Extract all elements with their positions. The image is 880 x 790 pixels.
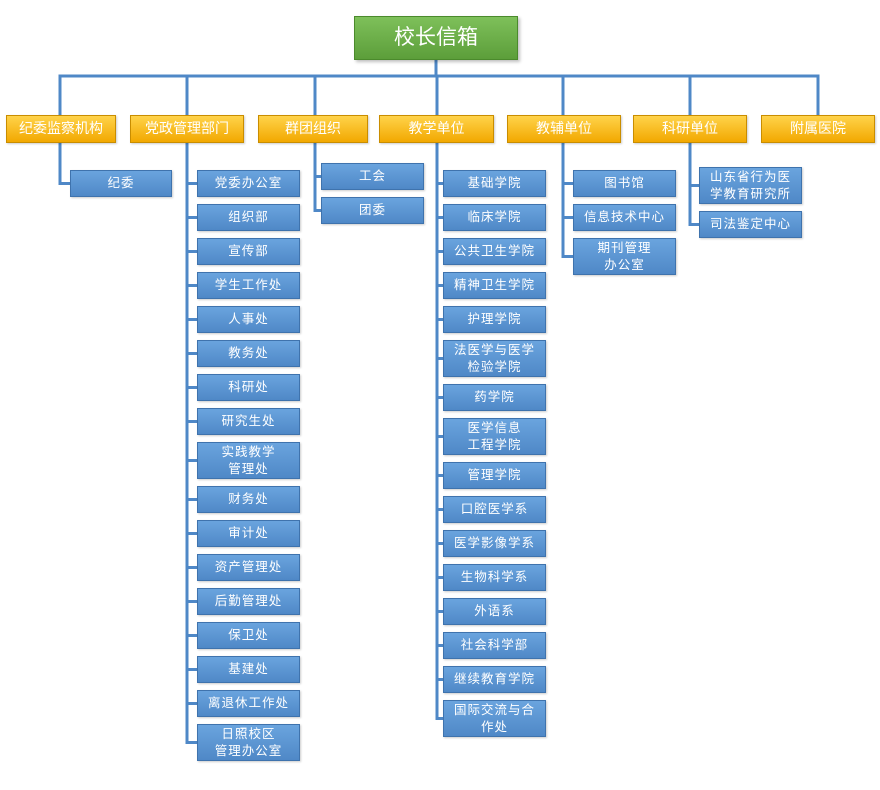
sub-node[interactable]: 财务处 (197, 486, 300, 513)
sub-node[interactable]: 资产管理处 (197, 554, 300, 581)
sub-node[interactable]: 管理学院 (443, 462, 546, 489)
sub-node[interactable]: 公共卫生学院 (443, 238, 546, 265)
category-node[interactable]: 群团组织 (258, 115, 368, 143)
sub-node[interactable]: 工会 (321, 163, 424, 190)
sub-node[interactable]: 生物科学系 (443, 564, 546, 591)
sub-node[interactable]: 学生工作处 (197, 272, 300, 299)
sub-node[interactable]: 医学影像学系 (443, 530, 546, 557)
sub-node[interactable]: 社会科学部 (443, 632, 546, 659)
sub-node[interactable]: 人事处 (197, 306, 300, 333)
sub-node[interactable]: 外语系 (443, 598, 546, 625)
sub-node[interactable]: 期刊管理 办公室 (573, 238, 676, 275)
sub-node[interactable]: 司法鉴定中心 (699, 211, 802, 238)
sub-node[interactable]: 口腔医学系 (443, 496, 546, 523)
category-node[interactable]: 附属医院 (761, 115, 875, 143)
sub-node[interactable]: 研究生处 (197, 408, 300, 435)
sub-node[interactable]: 科研处 (197, 374, 300, 401)
sub-node[interactable]: 教务处 (197, 340, 300, 367)
sub-node[interactable]: 国际交流与合 作处 (443, 700, 546, 737)
sub-node[interactable]: 药学院 (443, 384, 546, 411)
sub-node[interactable]: 法医学与医学 检验学院 (443, 340, 546, 377)
category-node[interactable]: 教学单位 (379, 115, 494, 143)
sub-node[interactable]: 离退休工作处 (197, 690, 300, 717)
sub-node[interactable]: 精神卫生学院 (443, 272, 546, 299)
category-node[interactable]: 教辅单位 (507, 115, 621, 143)
category-node[interactable]: 科研单位 (633, 115, 747, 143)
category-node[interactable]: 纪委监察机构 (6, 115, 116, 143)
root-node[interactable]: 校长信箱 (354, 16, 518, 60)
sub-node[interactable]: 临床学院 (443, 204, 546, 231)
sub-node[interactable]: 继续教育学院 (443, 666, 546, 693)
sub-node[interactable]: 护理学院 (443, 306, 546, 333)
sub-node[interactable]: 实践教学 管理处 (197, 442, 300, 479)
sub-node[interactable]: 宣传部 (197, 238, 300, 265)
sub-node[interactable]: 基建处 (197, 656, 300, 683)
sub-node[interactable]: 后勤管理处 (197, 588, 300, 615)
sub-node[interactable]: 保卫处 (197, 622, 300, 649)
sub-node[interactable]: 党委办公室 (197, 170, 300, 197)
sub-node[interactable]: 团委 (321, 197, 424, 224)
sub-node[interactable]: 信息技术中心 (573, 204, 676, 231)
sub-node[interactable]: 组织部 (197, 204, 300, 231)
sub-node[interactable]: 审计处 (197, 520, 300, 547)
sub-node[interactable]: 山东省行为医 学教育研究所 (699, 167, 802, 204)
sub-node[interactable]: 图书馆 (573, 170, 676, 197)
sub-node[interactable]: 日照校区 管理办公室 (197, 724, 300, 761)
sub-node[interactable]: 纪委 (70, 170, 172, 197)
sub-node[interactable]: 医学信息 工程学院 (443, 418, 546, 455)
sub-node[interactable]: 基础学院 (443, 170, 546, 197)
category-node[interactable]: 党政管理部门 (130, 115, 244, 143)
